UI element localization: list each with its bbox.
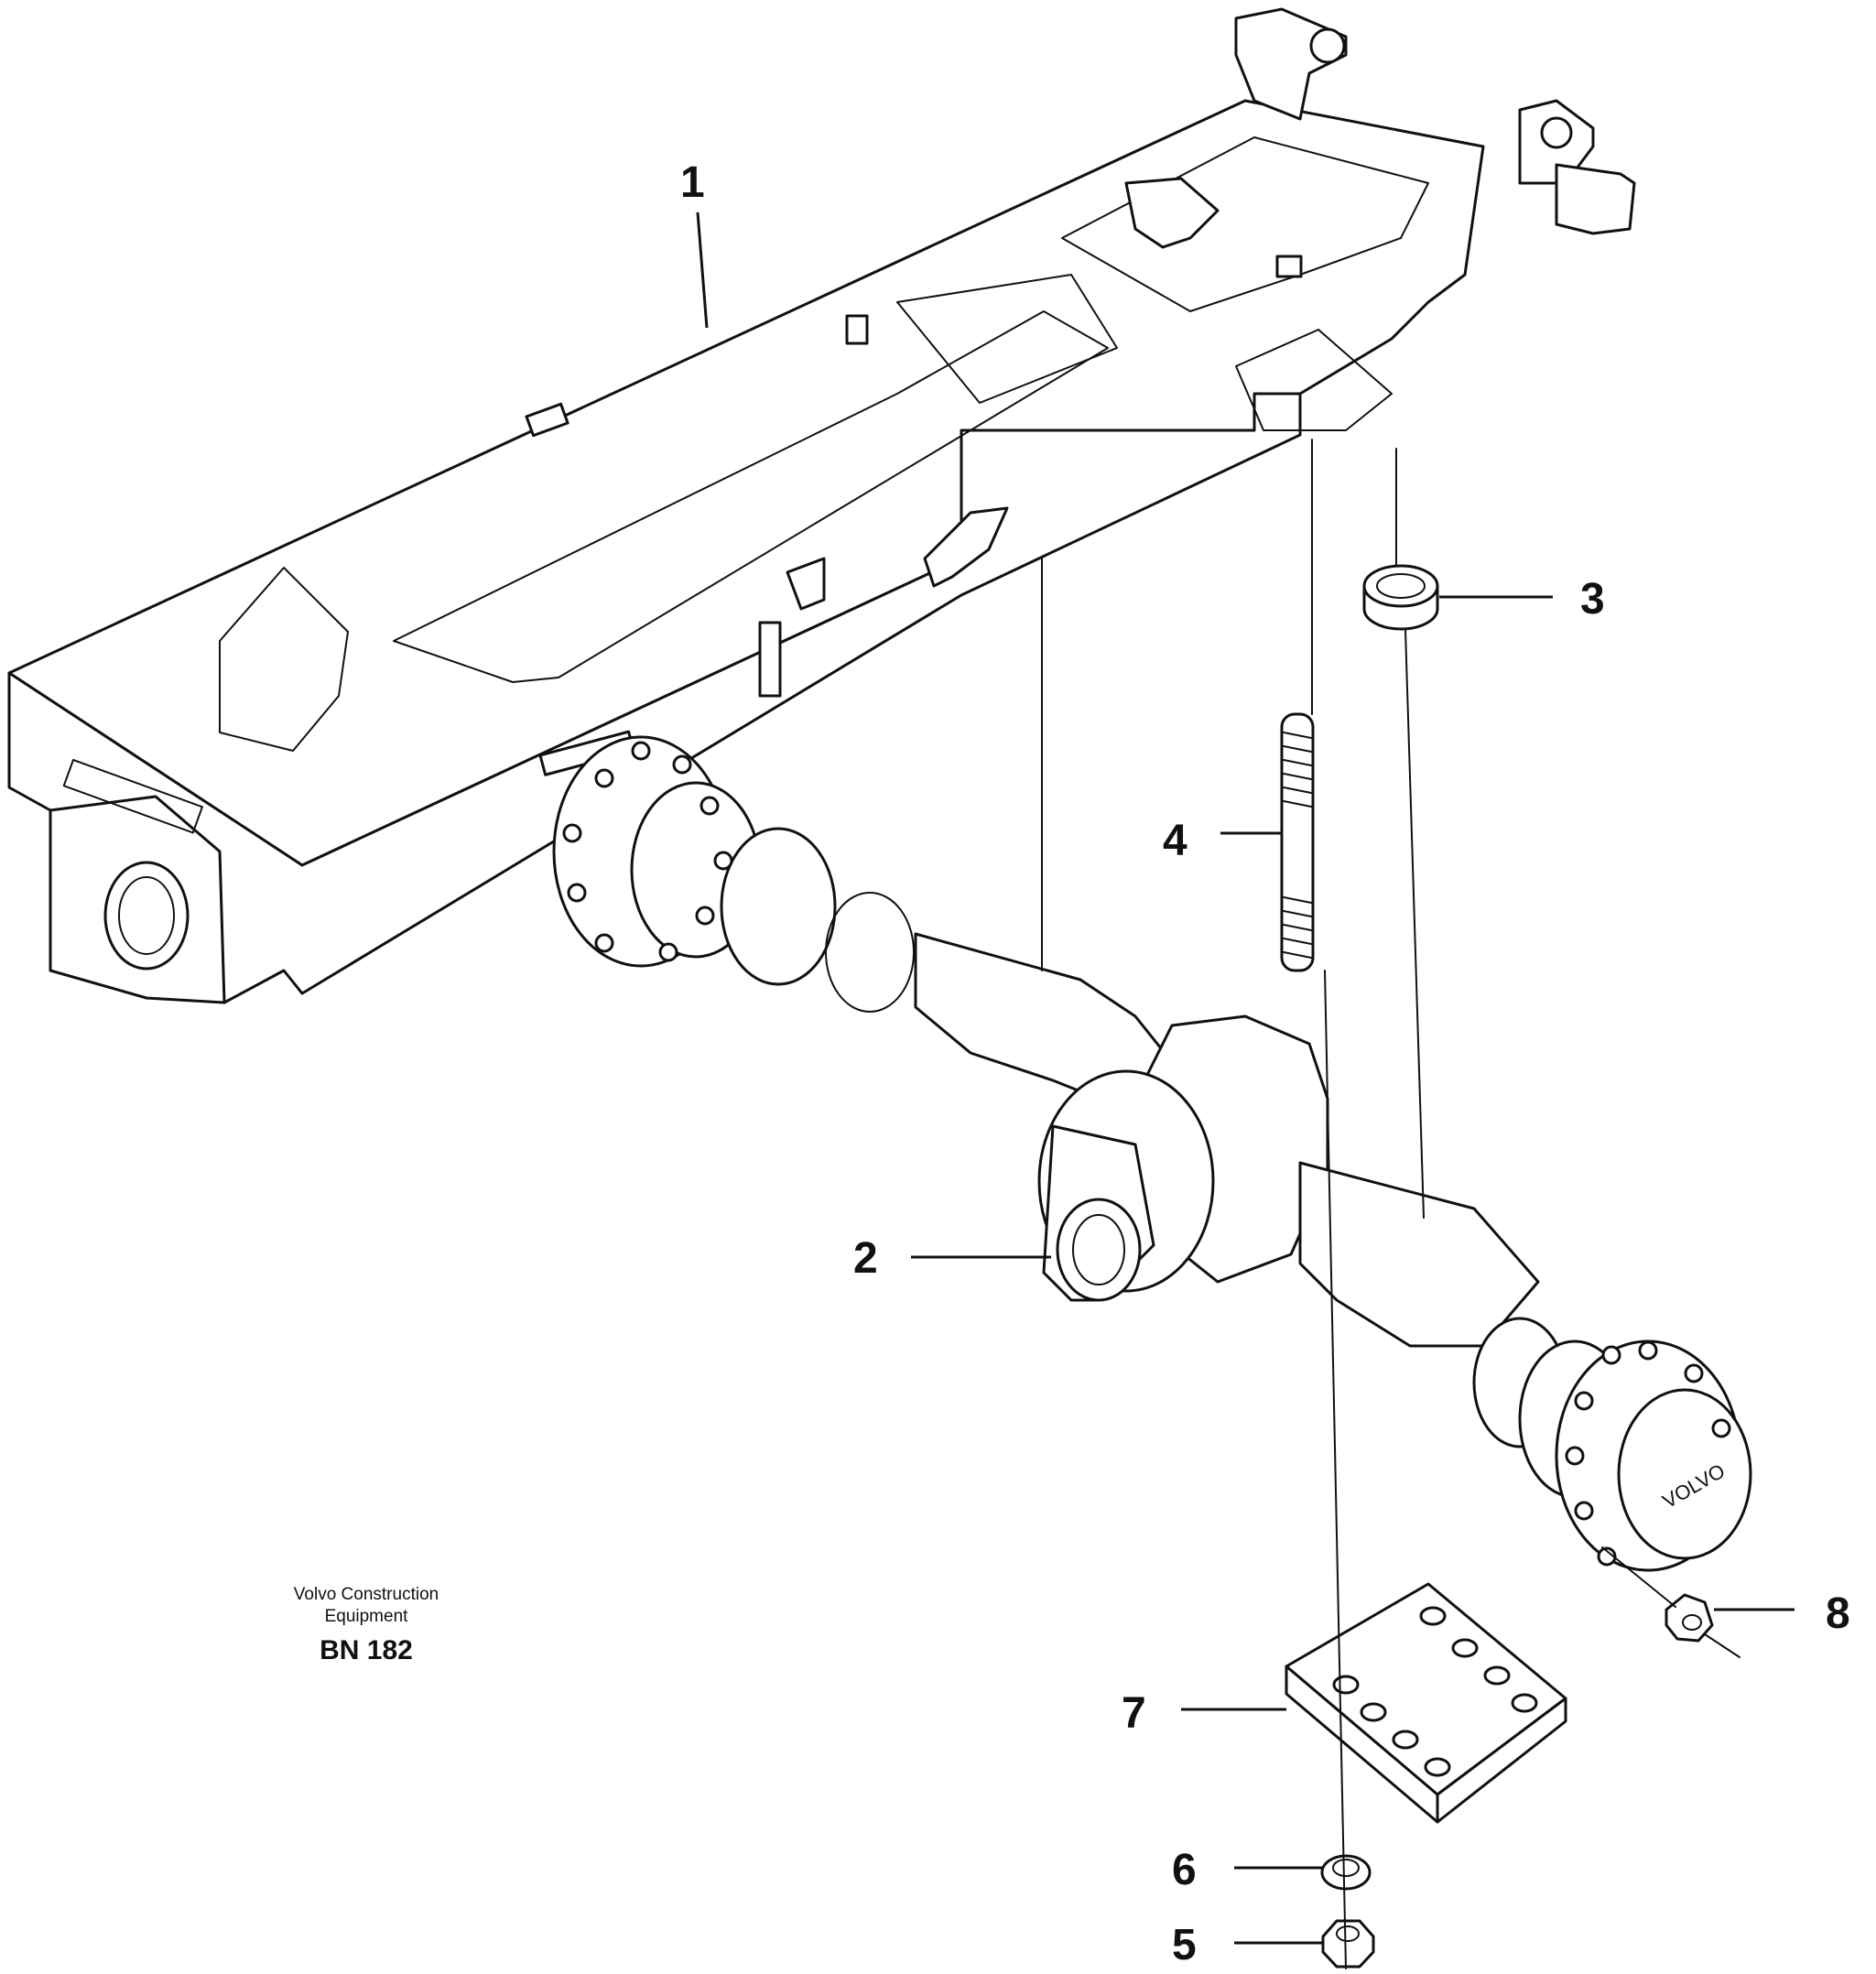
ref-label-6: 6 bbox=[1172, 1846, 1197, 1894]
drawing-caption: Volvo Construction Equipment BN 182 bbox=[229, 1584, 504, 1666]
frame-rear-opening bbox=[1061, 136, 1429, 312]
frame-middle-crossmember bbox=[896, 274, 1118, 404]
axle-right-beam bbox=[1298, 1161, 1540, 1348]
frame-clip-2 bbox=[845, 314, 869, 345]
frame-front-bore-inner bbox=[118, 876, 175, 955]
frame-top-surface bbox=[7, 99, 1485, 867]
axle-left-seal bbox=[825, 892, 915, 1013]
bushing-top bbox=[1362, 564, 1439, 608]
ref-label-4: 4 bbox=[1163, 817, 1187, 865]
ref-label-7: 7 bbox=[1122, 1689, 1146, 1738]
caption-drawing-code: BN 182 bbox=[320, 1635, 413, 1665]
assembly-lines bbox=[1041, 439, 1740, 1969]
axle-left-drum bbox=[720, 827, 837, 986]
nut-part bbox=[1321, 1919, 1375, 1969]
wheel-nut bbox=[1665, 1593, 1714, 1643]
bushing-bore bbox=[1376, 573, 1426, 599]
washer-hole bbox=[1332, 1859, 1360, 1877]
frame-rear-gusset bbox=[1235, 329, 1393, 431]
assembly-line-stud-bottom bbox=[1324, 970, 1347, 1969]
axle-pinion-opening bbox=[1056, 1198, 1142, 1302]
assembly-line-bushing-bottom bbox=[1404, 629, 1425, 1219]
frame-rear-stub bbox=[1555, 163, 1636, 235]
frame-upper-bracket bbox=[1124, 177, 1220, 249]
plate-holes bbox=[1332, 1606, 1538, 1777]
frame-opening bbox=[393, 310, 1109, 683]
axle-right-hub-cap bbox=[1617, 1388, 1752, 1560]
frame-clip-1 bbox=[525, 402, 569, 438]
washer-part bbox=[1320, 1854, 1372, 1891]
caption-company-line2: Equipment bbox=[324, 1607, 408, 1626]
stud-bolt bbox=[1280, 712, 1315, 972]
washer bbox=[1320, 1854, 1372, 1891]
ref-label-3: 3 bbox=[1580, 575, 1605, 624]
axle-part: VOLVO bbox=[552, 735, 1752, 1572]
reference-labels: 1 2 3 4 5 6 7 8 bbox=[680, 158, 1850, 1969]
assembly-line-wheel-nut bbox=[1601, 1546, 1676, 1608]
frame-tab bbox=[786, 557, 826, 611]
frame-front-gusset bbox=[219, 567, 349, 752]
pivot-hole-right bbox=[1540, 116, 1573, 149]
plate-right-flange bbox=[1436, 1697, 1567, 1824]
pivot-hole-left bbox=[1309, 27, 1346, 64]
caption-company-line1: Volvo Construction bbox=[293, 1585, 439, 1604]
bushing-part bbox=[1362, 564, 1439, 631]
leader-line-1 bbox=[696, 212, 709, 329]
stud-bolt-part bbox=[1280, 712, 1315, 972]
ref-label-5: 5 bbox=[1172, 1921, 1197, 1969]
frame-part bbox=[7, 7, 1636, 1004]
frame-hook-bracket bbox=[923, 506, 1009, 588]
frame-strip bbox=[758, 621, 782, 698]
frame-small-tab bbox=[1275, 255, 1303, 278]
axle-wheel-studs bbox=[562, 741, 1731, 1567]
nut bbox=[1321, 1919, 1375, 1969]
assembly-line-wheel-nut-tail bbox=[1704, 1633, 1740, 1658]
frame-slot bbox=[62, 759, 203, 834]
ref-label-8: 8 bbox=[1826, 1589, 1850, 1638]
wheel-nut-part bbox=[1665, 1593, 1714, 1643]
ref-label-2: 2 bbox=[853, 1234, 878, 1283]
frame-front-bore bbox=[103, 861, 190, 971]
leader-lines bbox=[696, 212, 1795, 1945]
ref-label-1: 1 bbox=[680, 158, 705, 207]
spring-seat-plate-part bbox=[1285, 1582, 1567, 1824]
axle-pinion-bore bbox=[1072, 1214, 1125, 1285]
